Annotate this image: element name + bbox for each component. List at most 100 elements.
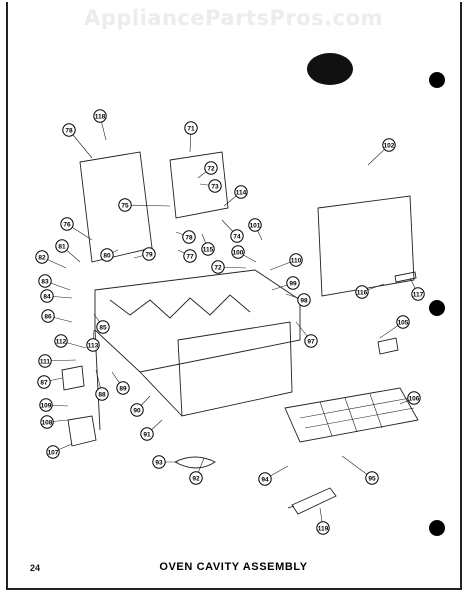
callout-99: 99 [271,276,300,291]
callout-71: 71 [184,121,198,153]
callout-74: 74 [221,219,244,243]
callout-72: 72 [197,161,218,179]
callout-83: 83 [38,274,71,291]
ink-blot [307,53,353,85]
page-number: 24 [30,563,41,573]
callout-balloon [286,276,300,290]
callout-balloon [130,403,144,417]
callout-89: 89 [111,371,130,395]
oven-cavity-body [94,269,301,373]
callout-number: 117 [413,291,424,298]
callout-110: 110 [269,253,303,271]
callout-number: 82 [38,254,46,261]
door-glass-panel [317,195,415,297]
callout-number: 83 [41,278,49,285]
callout-94: 94 [258,465,289,486]
callout-number: 93 [155,459,163,466]
callout-116: 116 [355,283,385,299]
callout-number: 105 [398,319,409,326]
callout-number: 76 [63,221,71,228]
callout-number: 109 [41,402,52,409]
callout-number: 88 [98,391,106,398]
callout-balloon [39,398,53,412]
callout-88: 88 [95,369,109,401]
callout-82: 82 [35,250,67,269]
callout-72: 72 [211,260,247,274]
callout-102: 102 [367,138,396,166]
callout-number: 74 [233,233,241,240]
callout-balloon [183,249,197,263]
callout-number: 73 [211,183,219,190]
callout-balloon [297,293,311,307]
callout-balloon [407,391,421,405]
callout-number: 107 [48,449,59,456]
callout-balloon [211,260,225,274]
callout-86: 86 [41,309,73,323]
callout-number: 101 [250,222,261,229]
clip-93 [174,456,216,469]
callout-balloon [60,217,74,231]
callout-91: 91 [140,419,163,441]
callout-115: 115 [201,233,215,256]
element-terminal [287,505,295,509]
callout-93: 93 [152,455,178,469]
callout-balloon [55,239,69,253]
callout-balloon [96,320,110,334]
callout-number: 98 [300,297,308,304]
callout-balloon [54,334,68,348]
callout-balloon [355,285,369,299]
callout-balloon [118,198,132,212]
callout-117: 117 [409,277,425,301]
callout-number: 77 [186,253,194,260]
callout-balloon [234,185,248,199]
callout-balloon [304,334,318,348]
bracket-107 [67,415,97,447]
callout-balloon [258,472,272,486]
callout-balloon [189,471,203,485]
callout-90: 90 [130,395,151,417]
callout-number: 72 [207,165,215,172]
callout-balloon [231,245,245,259]
callout-78: 78 [175,230,196,244]
callout-77: 77 [177,249,197,263]
page-frame [6,2,462,590]
element-119 [291,487,337,515]
callout-number: 71 [187,125,195,132]
binder-hole-bottom [429,520,445,536]
callout-73: 73 [199,179,222,193]
callout-114: 114 [223,185,248,207]
callout-106: 106 [399,391,421,405]
callout-balloon [142,247,156,261]
callout-balloon [40,289,54,303]
callout-81: 81 [55,239,81,263]
callout-79: 79 [133,247,156,261]
callout-85: 85 [93,313,110,334]
cavity-ribs [109,294,251,319]
callout-number: 115 [203,246,214,253]
callout-number: 78 [65,127,73,134]
callout-number: 81 [58,243,66,250]
callout-balloon [248,218,262,232]
callout-95: 95 [341,455,379,485]
callout-balloon [201,242,215,256]
binder-hole-middle [429,300,445,316]
callout-number: 79 [145,251,153,258]
callout-balloon [140,427,154,441]
callout-number: 85 [99,324,107,331]
callout-number: 108 [42,419,53,426]
latch-117 [394,271,417,283]
callout-number: 102 [384,142,395,149]
callout-number: 87 [40,379,48,386]
callout-number: 112 [56,338,67,345]
watermark-text: AppliancePartsPros.com [84,6,383,30]
callout-number: 110 [291,257,302,264]
callout-number: 72 [214,264,222,271]
callout-balloon [316,521,330,535]
callout-92: 92 [189,457,205,485]
top-bracket [169,151,229,219]
diagram-caption: OVEN CAVITY ASSEMBLY [159,561,308,573]
callout-balloon [411,287,425,301]
callout-105: 105 [379,315,410,339]
callout-balloon [35,250,49,264]
